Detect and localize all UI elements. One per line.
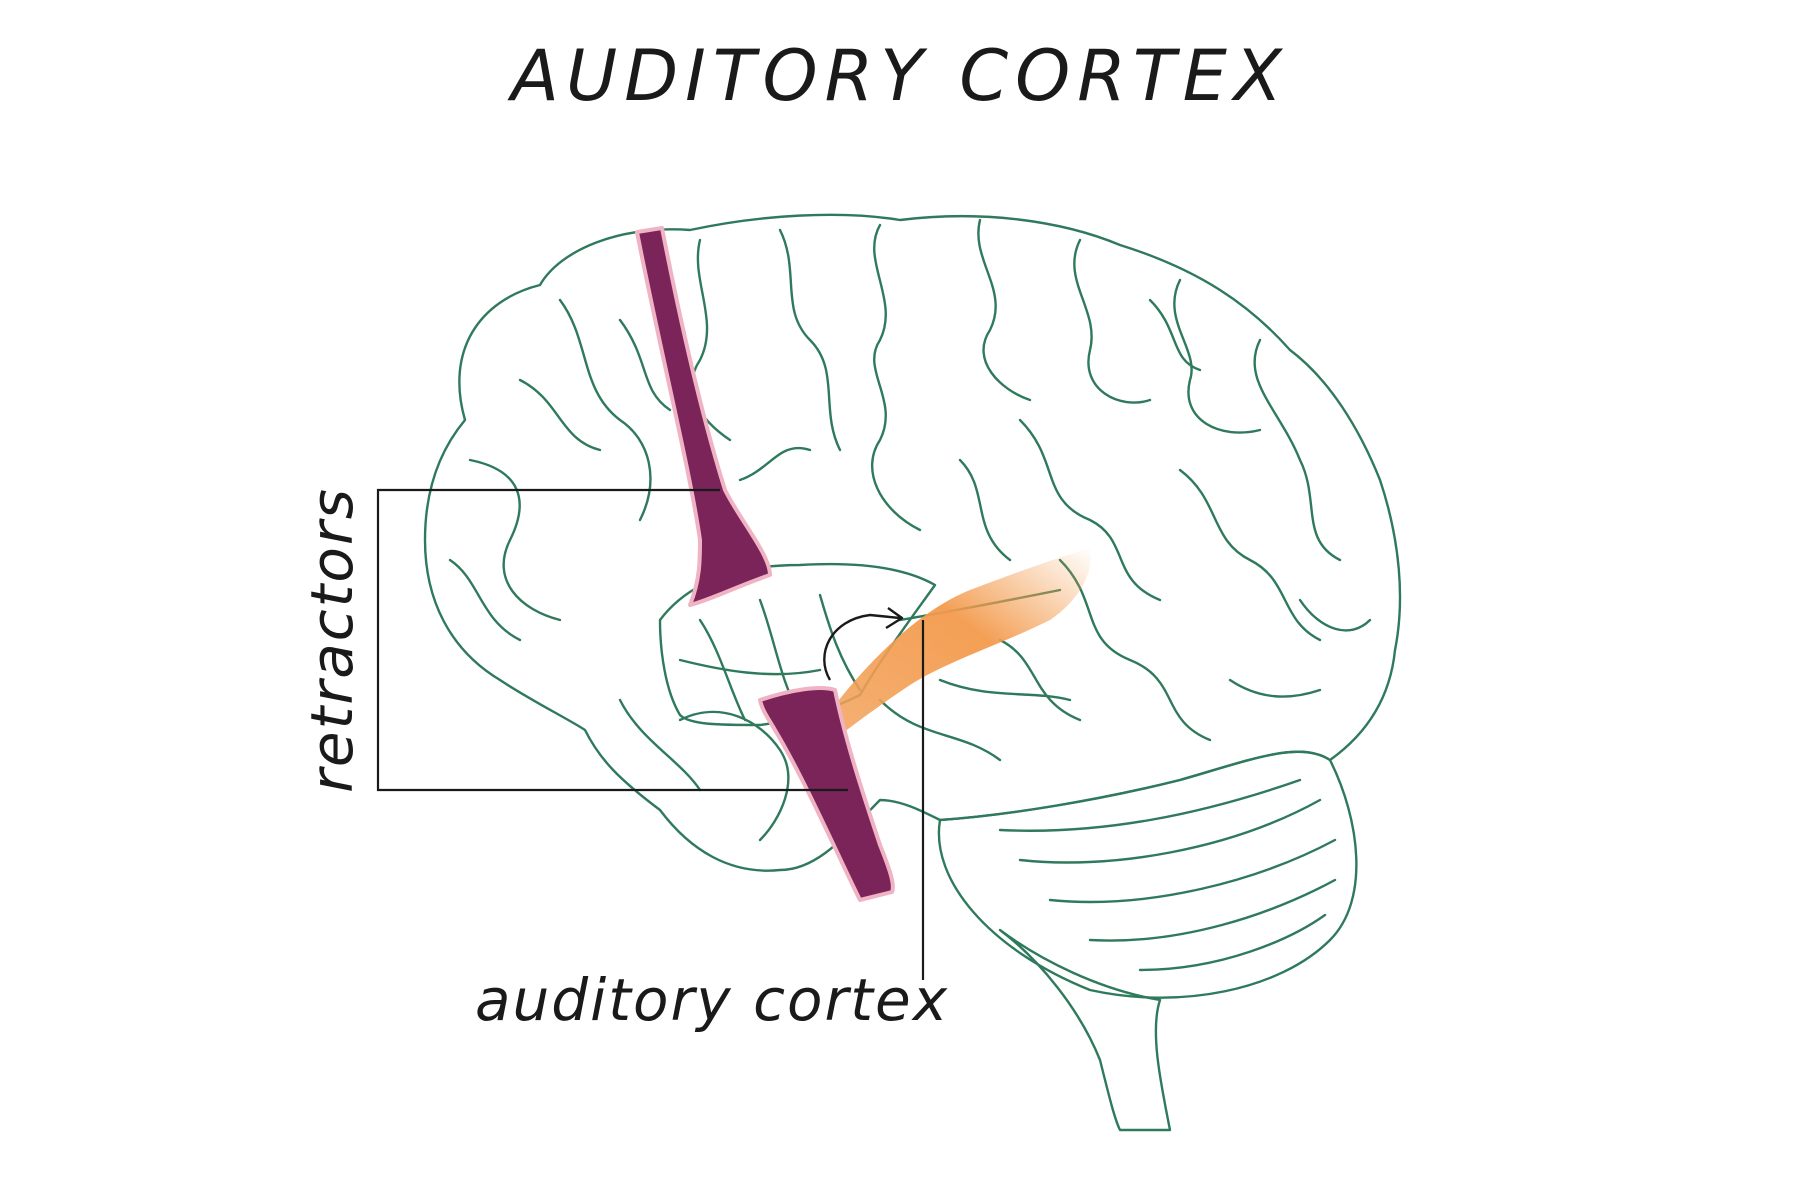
retractors-leader: [376, 488, 848, 792]
auditory-cortex-label: auditory cortex: [475, 966, 949, 1034]
cerebrum: [423, 213, 1402, 872]
diagram-title: AUDITORY CORTEX: [507, 35, 1289, 117]
brainstem: [998, 928, 1172, 1132]
upper-retractor: [635, 226, 772, 607]
auditory-cortex-region: [835, 548, 1091, 735]
curved-arrow-icon: [823, 607, 904, 681]
lower-retractor: [758, 686, 895, 902]
retractors-label: retractors: [298, 487, 366, 793]
